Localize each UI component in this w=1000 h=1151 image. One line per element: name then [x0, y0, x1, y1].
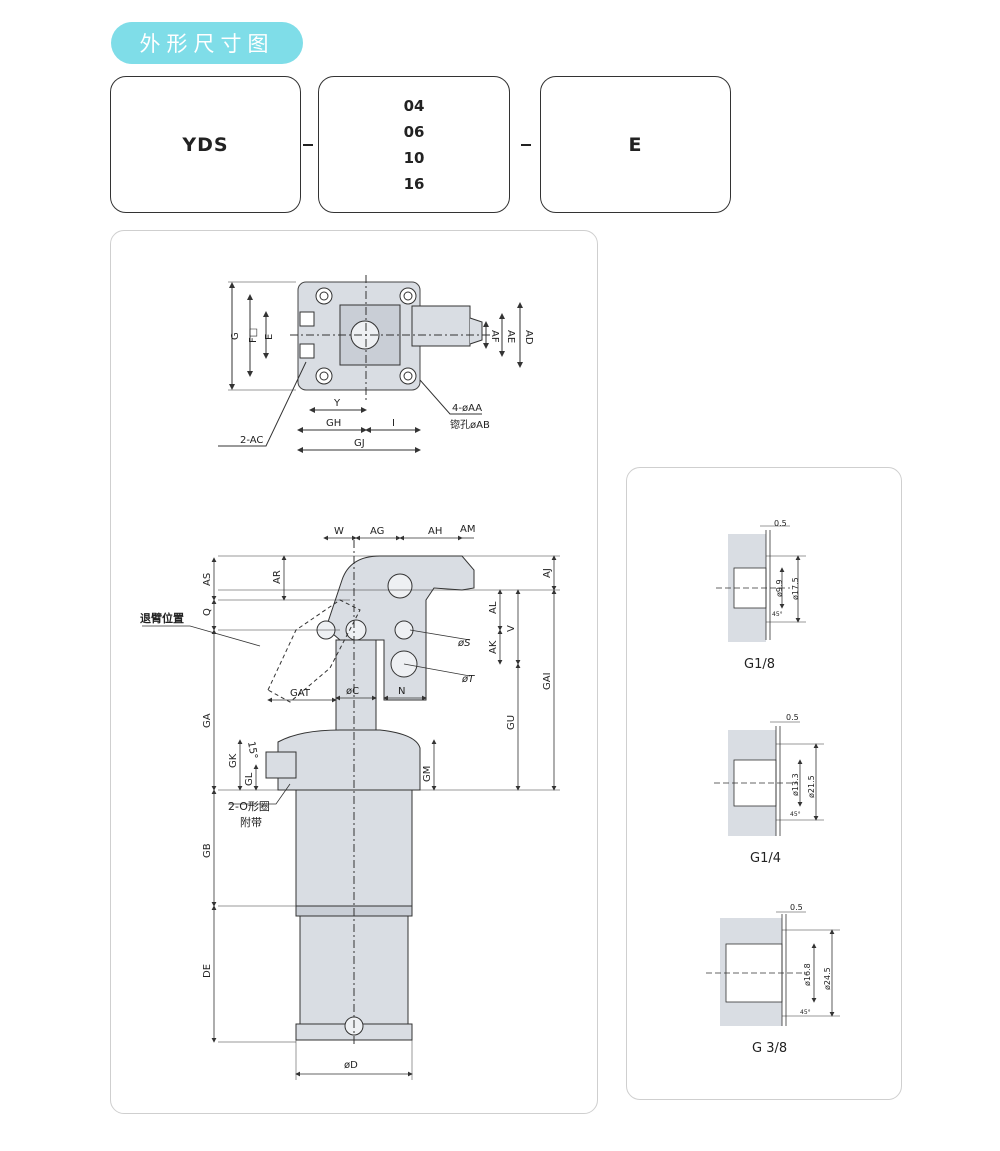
svg-text:45°: 45° [790, 811, 801, 818]
svg-text:ø13.3: ø13.3 [791, 773, 800, 796]
svg-text:GH: GH [326, 418, 341, 429]
size-code: 06 [403, 122, 425, 141]
svg-text:2-AC: 2-AC [240, 435, 263, 446]
svg-text:GL: GL [244, 772, 255, 786]
option-code-box: E [540, 76, 731, 213]
svg-text:E: E [264, 334, 275, 340]
svg-text:Y: Y [333, 398, 341, 409]
top-view [218, 275, 523, 453]
svg-text:AG: AG [370, 526, 384, 537]
svg-text:G: G [230, 332, 241, 340]
svg-text:附带: 附带 [240, 815, 262, 829]
size-code: 10 [403, 148, 425, 167]
svg-text:G 3/8: G 3/8 [752, 1041, 787, 1056]
svg-text:AM: AM [460, 524, 475, 535]
svg-text:G1/4: G1/4 [750, 851, 781, 866]
svg-text:0.5: 0.5 [786, 713, 799, 722]
svg-text:锪孔øAB: 锪孔øAB [450, 418, 490, 431]
top-view-labels: G F□ E AF AE AD Y GH I GJ 2-AC 4-øAA 锪孔ø… [230, 328, 534, 449]
code-separator [303, 144, 313, 146]
svg-text:DE: DE [202, 964, 213, 978]
size-code-box: 04 06 10 16 [318, 76, 510, 213]
svg-text:AF: AF [489, 330, 500, 343]
svg-text:ø21.5: ø21.5 [807, 775, 816, 798]
svg-text:Q: Q [202, 608, 213, 616]
svg-text:GA: GA [202, 713, 213, 728]
svg-text:øD: øD [344, 1060, 358, 1071]
svg-text:45°: 45° [800, 1009, 811, 1016]
svg-text:退臂位置: 退臂位置 [140, 611, 184, 625]
series-code: YDS [182, 133, 229, 156]
svg-text:GB: GB [202, 843, 213, 858]
svg-text:4-øAA: 4-øAA [452, 403, 482, 414]
svg-text:15°: 15° [245, 741, 259, 760]
svg-text:2-O形圈: 2-O形圈 [228, 800, 270, 813]
port-detail-g14 [714, 721, 824, 836]
svg-text:GU: GU [506, 715, 517, 730]
series-code-box: YDS [110, 76, 301, 213]
svg-text:øT: øT [461, 674, 475, 685]
svg-text:N: N [398, 686, 405, 697]
svg-text:ø16.8: ø16.8 [803, 963, 812, 986]
svg-text:AD: AD [523, 330, 534, 345]
svg-text:GAT: GAT [290, 688, 311, 699]
side-view-dims [142, 535, 560, 1080]
svg-text:AK: AK [488, 640, 499, 654]
svg-text:øC: øC [346, 686, 359, 697]
svg-text:AR: AR [272, 570, 283, 584]
svg-text:GM: GM [422, 766, 433, 782]
side-view-labels: W AG AH AM AS AR AJ Q AL V AK øS øT øC N… [140, 524, 553, 1071]
page-title: 外形尺寸图 [111, 22, 303, 64]
size-code: 16 [403, 174, 425, 193]
svg-text:0.5: 0.5 [774, 519, 787, 528]
svg-text:AE: AE [505, 330, 516, 343]
side-view [265, 540, 475, 1046]
svg-text:AH: AH [428, 526, 442, 537]
svg-text:AS: AS [202, 573, 213, 586]
svg-text:45°: 45° [772, 611, 783, 618]
port-detail-g18 [716, 525, 806, 642]
svg-text:W: W [334, 526, 344, 537]
svg-text:ø17.5: ø17.5 [791, 577, 800, 600]
svg-text:GJ: GJ [354, 438, 365, 449]
svg-text:GAI: GAI [542, 672, 553, 690]
svg-text:0.5: 0.5 [790, 903, 803, 912]
svg-text:V: V [506, 625, 517, 632]
option-code: E [628, 133, 643, 156]
port-detail-labels: 0.5 ø9.9 ø17.5 45° G1/8 0.5 ø13.3 ø21.5 … [744, 519, 832, 1056]
svg-text:AJ: AJ [542, 568, 553, 578]
svg-text:ø24.5: ø24.5 [823, 967, 832, 990]
size-code: 04 [403, 96, 425, 115]
port-detail-g38 [706, 911, 840, 1026]
svg-text:øS: øS [457, 638, 471, 649]
svg-text:AL: AL [488, 601, 499, 614]
svg-text:ø9.9: ø9.9 [775, 579, 784, 597]
svg-text:I: I [392, 418, 395, 429]
svg-text:G1/8: G1/8 [744, 657, 775, 672]
svg-text:GK: GK [228, 753, 239, 768]
svg-text:F□: F□ [248, 328, 259, 343]
code-separator [521, 144, 531, 146]
